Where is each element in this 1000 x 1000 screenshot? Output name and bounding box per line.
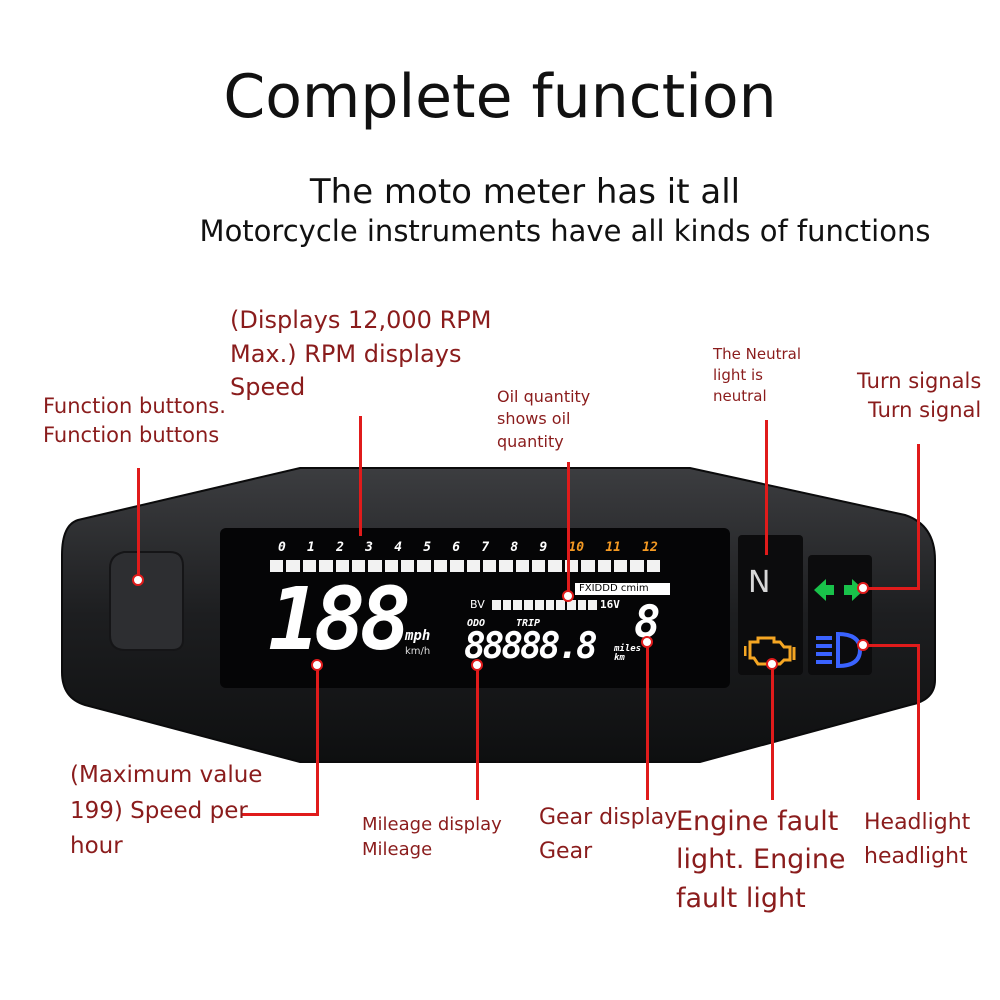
- rpm-tick-label: 6: [452, 540, 461, 555]
- callout-headlight: Headlight headlight: [864, 810, 971, 870]
- leader-headlight-horizontal: [862, 644, 920, 647]
- callout-oil: Oil quantity shows oil quantity: [497, 387, 591, 451]
- rpm-bar-segment: [302, 560, 317, 572]
- rpm-tick-label: 9: [539, 540, 548, 555]
- odometer-digits: 88888.8: [464, 626, 598, 667]
- marker-headlight: [857, 639, 869, 651]
- rpm-bar-segment: [450, 560, 464, 572]
- leader-speed-horizontal: [242, 813, 319, 816]
- leader-turn-horizontal: [862, 587, 920, 590]
- leader-turn-vertical: [917, 444, 920, 589]
- rpm-bar-segment: [646, 560, 660, 572]
- rpm-tick-label: 11: [605, 540, 621, 555]
- rpm-bar-segment: [581, 560, 595, 572]
- speed-unit-mph: mph: [405, 628, 431, 644]
- leader-mileage: [476, 664, 479, 800]
- oil-bar-segment: [502, 600, 512, 610]
- leader-function-button: [137, 468, 140, 578]
- subtitle-primary: The moto meter has it all: [309, 172, 741, 212]
- marker-function-button: [132, 574, 144, 586]
- callout-gear: Gear display Gear: [539, 805, 678, 865]
- rpm-bar-segment: [270, 560, 284, 572]
- rpm-tick-label: 5: [423, 540, 432, 555]
- rpm-tick-label: 2: [336, 540, 344, 555]
- rpm-bar-segment: [499, 560, 513, 572]
- turn-signal-icon: [814, 579, 864, 601]
- trip-label: TRIP: [516, 618, 541, 629]
- rpm-bar-segment: [613, 560, 628, 572]
- oil-bar-segment: [534, 600, 544, 610]
- rpm-tick-label: 8: [510, 540, 519, 555]
- rpm-bar-segment: [597, 560, 611, 572]
- callout-turn-signal: Turn signals Turn signal: [857, 369, 982, 423]
- leader-rpm: [359, 416, 362, 536]
- subtitle-secondary: Motorcycle instruments have all kinds of…: [199, 214, 931, 248]
- oil-bar-segment: [524, 600, 533, 610]
- rpm-tick-label: 4: [394, 540, 403, 555]
- voltage-readout: 16V: [600, 598, 620, 611]
- callout-neutral: The Neutral light is neutral: [713, 345, 802, 405]
- oil-bar-segment: [545, 600, 555, 610]
- headlight-icon: [816, 631, 863, 669]
- marker-turn: [857, 582, 869, 594]
- battery-voltage-label: BV: [470, 598, 485, 611]
- rpm-bar-segment: [515, 560, 529, 572]
- oil-bar-segment: [513, 600, 523, 610]
- leader-oil: [567, 462, 570, 592]
- oil-bar-segment: [566, 600, 576, 610]
- rpm-tick-label: 12: [642, 540, 658, 555]
- function-button-pad: [109, 551, 184, 651]
- oil-bar-segment: [588, 600, 598, 610]
- leader-engine: [771, 662, 774, 800]
- fuel-label: FXIDDD cmim: [575, 583, 670, 595]
- rpm-bar-segment: [466, 560, 480, 572]
- callout-function-buttons: Function buttons. Function buttons: [43, 394, 226, 448]
- rpm-bar-segment: [630, 560, 644, 572]
- neutral-indicator: N: [748, 565, 771, 600]
- marker-engine: [766, 658, 778, 670]
- oil-bar-segment: [556, 600, 565, 610]
- indicator-panel: [738, 535, 803, 675]
- marker-oil: [562, 590, 574, 602]
- rpm-bar-segment: [482, 560, 497, 572]
- callout-rpm: (Displays 12,000 RPM Max.) RPM displays …: [230, 306, 492, 402]
- rpm-tick-label: 0: [278, 540, 286, 555]
- rpm-bar-segment: [532, 560, 546, 572]
- callout-mileage: Mileage display Mileage: [362, 814, 502, 861]
- leader-gear: [646, 640, 649, 800]
- leader-speed-vertical: [316, 663, 319, 815]
- rpm-bar-segment: [433, 560, 448, 572]
- callout-speed: (Maximum value 199) Speed per hour: [70, 762, 263, 860]
- rpm-tick-label: 10: [568, 540, 585, 555]
- leader-neutral: [765, 420, 768, 555]
- speed-unit-kmh: km/h: [405, 646, 431, 657]
- marker-gear: [641, 636, 653, 648]
- rpm-tick-label: 7: [481, 540, 490, 555]
- rpm-bar-segment: [368, 560, 382, 572]
- leader-headlight-vertical: [917, 645, 920, 800]
- rpm-tick-label: 3: [365, 540, 373, 555]
- rpm-bar-segment: [384, 560, 398, 572]
- rpm-tick-label: 1: [307, 540, 315, 555]
- rpm-bar-segment: [401, 560, 415, 572]
- page-title: Complete function: [223, 62, 777, 132]
- marker-mileage: [471, 659, 483, 671]
- marker-speed: [311, 659, 323, 671]
- rpm-bar-segment: [548, 560, 562, 572]
- rpm-bar-segment: [319, 560, 333, 572]
- oil-bar-segment: [492, 600, 501, 610]
- engine-fault-icon: [744, 636, 796, 666]
- unit-km: km: [614, 653, 625, 663]
- unit-miles: miles: [614, 644, 642, 654]
- rpm-bar-segment: [351, 560, 366, 572]
- rpm-bar-segment: [335, 560, 349, 572]
- rpm-bar-segment: [286, 560, 300, 572]
- callout-engine-fault: Engine fault light. Engine fault light: [676, 806, 846, 914]
- odo-label: ODO: [467, 618, 486, 629]
- rpm-bar-segment: [417, 560, 431, 572]
- oil-level-bar: [492, 600, 598, 610]
- oil-bar-segment: [577, 600, 587, 610]
- speed-digits: 188: [268, 570, 411, 670]
